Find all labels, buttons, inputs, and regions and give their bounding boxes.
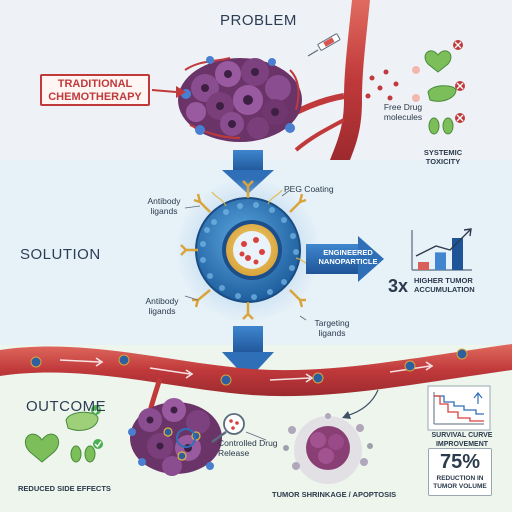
tumor-mass-problem bbox=[178, 56, 302, 142]
liver-icon bbox=[65, 411, 99, 431]
label-leaders bbox=[184, 189, 307, 321]
accumulation-value: 3x bbox=[388, 276, 409, 296]
arrow-solution-to-outcome bbox=[222, 326, 274, 380]
controlled-release-label: Controlled Drug Release bbox=[218, 438, 278, 458]
antibody-ligands-top-label: Antibody ligands bbox=[147, 196, 181, 216]
survival-curve-chart bbox=[427, 385, 491, 431]
syringe-icon bbox=[307, 33, 341, 57]
liver-icon bbox=[427, 85, 457, 102]
heart-icon bbox=[24, 433, 60, 463]
toxicity-organs bbox=[412, 40, 465, 135]
targeting-ligands-label: Targeting ligands bbox=[314, 318, 350, 338]
check-icon bbox=[93, 439, 103, 449]
accumulation-label: HIGHER TUMOR ACCUMULATION bbox=[414, 276, 475, 294]
outcome-heading: OUTCOME bbox=[26, 398, 107, 415]
free-drug-molecules bbox=[365, 69, 399, 101]
x-icon bbox=[455, 113, 465, 123]
magnifier-icon bbox=[211, 413, 245, 443]
accumulation-bar-3 bbox=[452, 238, 463, 270]
tumor-shrinkage-label: TUMOR SHRINKAGE / APOPTOSIS bbox=[272, 490, 397, 499]
heart-icon bbox=[424, 50, 452, 73]
skull-icon bbox=[283, 443, 373, 451]
reduction-value: 75% bbox=[439, 451, 481, 473]
check-icon bbox=[91, 405, 101, 415]
accumulation-bar-2 bbox=[435, 252, 446, 270]
horizontal-vessel bbox=[0, 344, 512, 413]
peg-coating-label: PEG Coating bbox=[284, 184, 334, 194]
systemic-toxicity-label: SYSTEMIC TOXICITY bbox=[423, 148, 463, 166]
free-drug-label: Free Drug molecules bbox=[383, 102, 423, 122]
problem-heading: PROBLEM bbox=[220, 12, 297, 29]
kidney-icon bbox=[70, 445, 96, 463]
antibody-ligands-bottom-label: Antibody ligands bbox=[145, 296, 179, 316]
solution-heading: SOLUTION bbox=[20, 246, 101, 263]
accumulation-bar-chart bbox=[411, 228, 472, 271]
engineered-np-arrow bbox=[306, 236, 384, 282]
healthy-organs bbox=[24, 405, 103, 463]
trend-arrow bbox=[415, 228, 472, 257]
reduction-stat-box: 75% REDUCTION IN TUMOR VOLUME bbox=[428, 448, 492, 496]
nanoparticle bbox=[176, 178, 320, 322]
reduction-label: REDUCTION IN TUMOR VOLUME bbox=[433, 475, 487, 490]
kidney-icon bbox=[428, 117, 454, 135]
survival-curve-label: SURVIVAL CURVE IMPROVEMENT bbox=[431, 432, 493, 448]
tumor-mass-outcome bbox=[128, 398, 222, 476]
x-icon bbox=[453, 40, 463, 50]
traditional-chemotherapy-label: TRADITIONAL CHEMOTHERAPY bbox=[40, 74, 150, 106]
x-icon bbox=[455, 81, 465, 91]
tumor-shrinkage-graphic bbox=[283, 413, 373, 484]
chemo-arrow bbox=[151, 86, 186, 98]
accumulation-bar-1 bbox=[418, 262, 429, 270]
reduced-side-effects-label: REDUCED SIDE EFFECTS bbox=[18, 484, 111, 493]
engineered-nanoparticle-label: ENGINEERED NANOPARTICLE bbox=[318, 248, 378, 266]
